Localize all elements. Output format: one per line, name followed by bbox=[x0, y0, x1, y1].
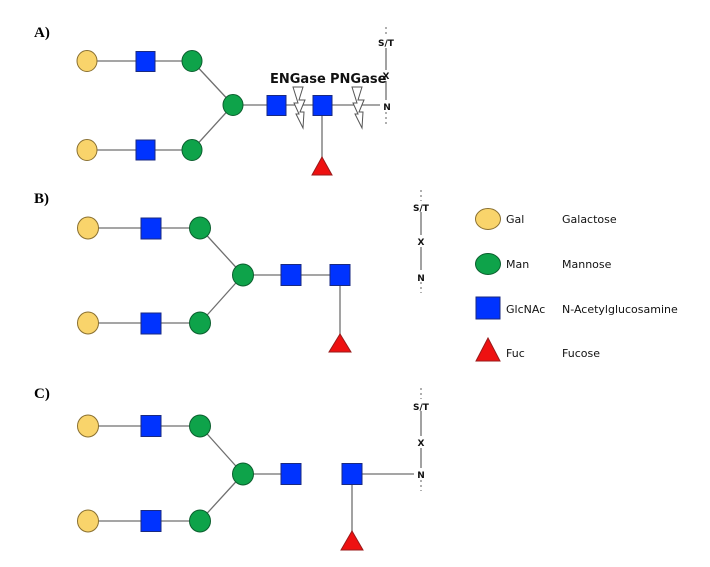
panel-c: C) S/T X N bbox=[34, 386, 430, 551]
man-core-icon bbox=[232, 462, 254, 486]
glcnac-icon bbox=[140, 312, 162, 335]
legend-abbr: Gal bbox=[506, 213, 524, 226]
glcnac-icon bbox=[135, 51, 156, 72]
pngase-label: PNGase bbox=[330, 72, 387, 87]
glcnac-icon bbox=[280, 264, 302, 286]
legend-name: N-Acetylglucosamine bbox=[562, 303, 678, 316]
glcnac-icon bbox=[140, 510, 162, 532]
pngase-cleavage-icon bbox=[351, 86, 365, 130]
site-n-label: N bbox=[417, 471, 425, 481]
site-x-label: X bbox=[418, 439, 425, 449]
legend-item-glcnac: GlcNAc N-Acetylglucosamine bbox=[475, 296, 678, 320]
legend-name: Galactose bbox=[562, 213, 617, 226]
man-icon bbox=[181, 139, 203, 161]
gal-icon bbox=[76, 139, 98, 161]
fuc-icon bbox=[475, 336, 501, 362]
gal-icon bbox=[77, 311, 99, 335]
legend-item-gal: Gal Galactose bbox=[475, 208, 617, 230]
gal-icon bbox=[475, 208, 501, 230]
glcnac-icon bbox=[475, 296, 501, 320]
gal-icon bbox=[77, 216, 99, 240]
gal-icon bbox=[77, 509, 99, 533]
site-x-label: X bbox=[418, 238, 425, 248]
glcnac-reducing-icon bbox=[341, 463, 363, 485]
legend-abbr: Man bbox=[506, 258, 529, 271]
legend-abbr: GlcNAc bbox=[506, 303, 545, 316]
engase-cleavage-icon bbox=[292, 86, 306, 130]
man-icon bbox=[189, 414, 211, 438]
legend-abbr: Fuc bbox=[506, 347, 525, 360]
fuc-icon bbox=[340, 530, 364, 551]
site-st-label: S/T bbox=[413, 204, 430, 214]
site-n-label: N bbox=[417, 274, 425, 284]
engase-label: ENGase bbox=[270, 72, 326, 87]
man-icon bbox=[475, 253, 501, 275]
man-icon bbox=[189, 311, 211, 335]
glcnac-icon bbox=[140, 217, 162, 240]
man-icon bbox=[181, 50, 203, 72]
fuc-icon bbox=[311, 155, 333, 176]
legend-item-fuc: Fuc Fucose bbox=[475, 336, 600, 362]
man-core-icon bbox=[232, 263, 254, 287]
glcnac-icon bbox=[266, 95, 287, 116]
panel-c-label: C) bbox=[34, 386, 50, 402]
gal-icon bbox=[76, 50, 98, 72]
fuc-icon bbox=[328, 333, 352, 353]
site-x-label: X bbox=[383, 72, 390, 82]
site-st-label: S/T bbox=[378, 39, 395, 49]
panel-a: A) ENGase PNGase S/T X N bbox=[34, 25, 395, 176]
man-icon bbox=[189, 509, 211, 533]
legend-name: Fucose bbox=[562, 347, 600, 360]
glcnac-reducing-icon bbox=[312, 95, 333, 116]
glcnac-icon bbox=[135, 139, 156, 161]
site-n-label: N bbox=[383, 103, 391, 113]
man-icon bbox=[189, 216, 211, 240]
gal-icon bbox=[77, 414, 99, 438]
panel-a-label: A) bbox=[34, 25, 50, 41]
glcnac-icon bbox=[140, 415, 162, 437]
site-st-label: S/T bbox=[413, 403, 430, 413]
legend-name: Mannose bbox=[562, 258, 612, 271]
glcnac-icon bbox=[280, 463, 302, 485]
glcnac-reducing-icon bbox=[329, 264, 351, 286]
panel-b-label: B) bbox=[34, 191, 49, 207]
man-core-icon bbox=[222, 94, 244, 116]
panel-b: B) S/T X N bbox=[34, 190, 430, 353]
legend-item-man: Man Mannose bbox=[475, 253, 612, 275]
legend: Gal Galactose Man Mannose GlcNAc N-Acety… bbox=[475, 208, 678, 362]
